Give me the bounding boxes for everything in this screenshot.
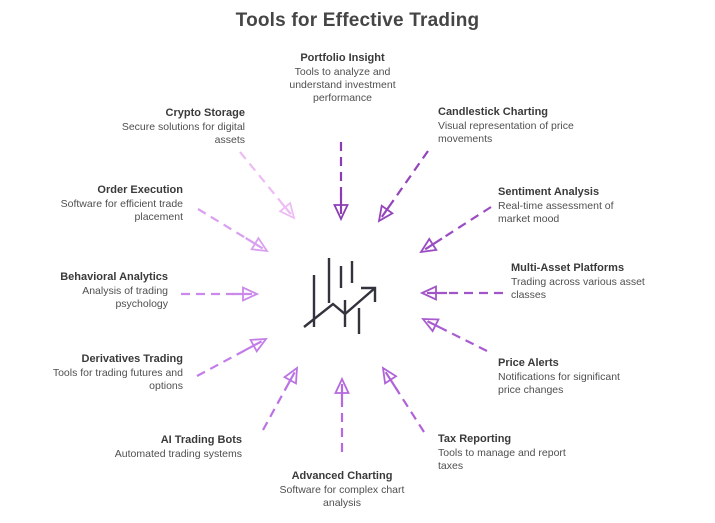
- node-desc: Software for complex chart analysis: [279, 484, 405, 509]
- arrow-order-execution: [197, 208, 269, 253]
- node-desc: Trading across various asset classes: [511, 276, 645, 301]
- node-candlestick-charting: Candlestick Charting Visual representati…: [438, 106, 603, 146]
- arrow-derivatives-trading: [196, 337, 268, 377]
- node-behavioral-analytics: Behavioral Analytics Analysis of trading…: [48, 271, 168, 311]
- node-ai-trading-bots: AI Trading Bots Automated trading system…: [82, 434, 242, 461]
- page-title: Tools for Effective Trading: [235, 10, 480, 31]
- arrow-behavioral-analytics: [181, 286, 260, 302]
- node-derivatives-trading: Derivatives Trading Tools for trading fu…: [28, 353, 183, 393]
- node-desc: Tools to analyze and understand investme…: [289, 66, 396, 104]
- node-title: Derivatives Trading: [81, 353, 184, 365]
- node-advanced-charting: Advanced Charting Software for complex c…: [268, 470, 416, 510]
- node-title: AI Trading Bots: [160, 434, 242, 446]
- arrow-sentiment-analysis: [419, 206, 492, 254]
- node-title: Tax Reporting: [438, 433, 512, 445]
- node-desc: Tools to manage and report taxes: [438, 447, 566, 472]
- node-desc: Tools for trading futures and options: [52, 367, 183, 392]
- candlestick-chart-icon: [303, 258, 377, 334]
- node-desc: Analysis of trading psychology: [82, 285, 168, 310]
- arrow-price-alerts: [421, 318, 488, 352]
- node-price-alerts: Price Alerts Notifications for significa…: [498, 357, 638, 397]
- arrow-candlestick-charting: [377, 150, 429, 223]
- node-desc: Visual representation of price movements: [438, 120, 574, 145]
- arrow-crypto-storage: [239, 151, 296, 220]
- node-portfolio-insight: Portfolio Insight Tools to analyze and u…: [270, 52, 415, 105]
- node-title: Crypto Storage: [165, 107, 245, 119]
- node-title: Multi-Asset Platforms: [511, 262, 625, 274]
- node-title: Behavioral Analytics: [60, 271, 168, 283]
- node-title: Order Execution: [97, 184, 183, 196]
- node-desc: Secure solutions for digital assets: [121, 121, 245, 146]
- node-crypto-storage: Crypto Storage Secure solutions for digi…: [105, 107, 245, 147]
- node-title: Portfolio Insight: [300, 52, 385, 64]
- node-desc: Notifications for significant price chan…: [498, 371, 620, 396]
- arrow-multi-asset-platforms: [419, 285, 503, 301]
- node-title: Sentiment Analysis: [498, 186, 600, 198]
- node-sentiment-analysis: Sentiment Analysis Real-time assessment …: [498, 186, 638, 226]
- arrow-portfolio-insight: [333, 142, 349, 222]
- arrow-ai-trading-bots: [262, 366, 299, 431]
- node-multi-asset-platforms: Multi-Asset Platforms Trading across var…: [511, 262, 671, 302]
- node-desc: Real-time assessment of market mood: [498, 200, 614, 225]
- node-desc: Software for efficient trade placement: [60, 198, 183, 223]
- arrow-advanced-charting: [334, 376, 350, 452]
- node-tax-reporting: Tax Reporting Tools to manage and report…: [438, 433, 588, 473]
- node-order-execution: Order Execution Software for efficient t…: [38, 184, 183, 224]
- node-title: Price Alerts: [498, 357, 559, 369]
- node-title: Candlestick Charting: [438, 106, 549, 118]
- node-desc: Automated trading systems: [114, 448, 242, 460]
- node-title: Advanced Charting: [291, 470, 393, 482]
- arrow-tax-reporting: [381, 366, 425, 433]
